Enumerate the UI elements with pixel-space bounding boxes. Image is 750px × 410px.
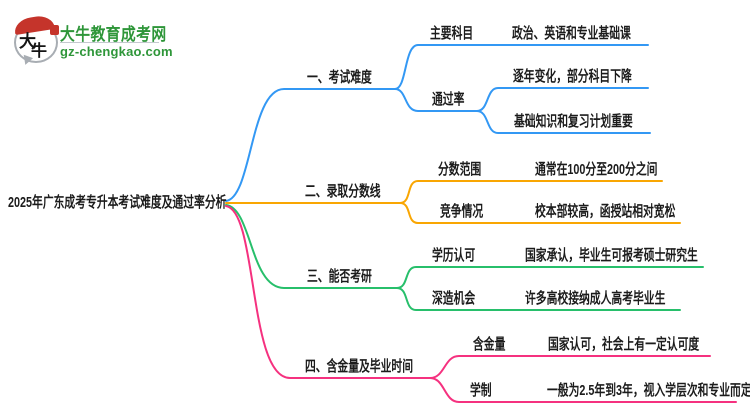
branch-2-label: 二、录取分数线 — [305, 183, 381, 200]
branch-1-child-2-leaf-1-line — [476, 87, 649, 112]
branch-2-child-1-line — [399, 180, 663, 204]
branch-3-connector — [225, 204, 398, 289]
branch-3-child-2-leaf-1: 许多高校接纳成人高考毕业生 — [525, 290, 666, 307]
branch-3-label: 三、能否考研 — [307, 268, 372, 285]
branch-1-child-2-label: 通过率 — [432, 91, 465, 108]
branch-1-child-2-leaf-2-line — [476, 110, 651, 134]
root-topic: 2025年广东成考专升本考试难度及通过率分析 — [8, 194, 227, 211]
branch-2-child-2-leaf-1: 校本部较高，函授站相对宽松 — [535, 203, 676, 220]
branch-2-child-1-leaf-1: 通常在100分至200分之间 — [535, 161, 658, 178]
branch-1-child-2-line — [394, 88, 478, 112]
branch-4-label: 四、含金量及毕业时间 — [305, 358, 414, 375]
branch-3-child-2-line — [396, 287, 681, 311]
logo-char-1: 大 — [19, 32, 36, 51]
branch-4-child-2-leaf-1: 一般为2.5年到3年，视入学层次和专业而定 — [547, 382, 750, 399]
logo-divider — [60, 42, 159, 43]
branch-1-label: 一、考试难度 — [307, 69, 372, 86]
branch-1-child-2-leaf-2: 基础知识和复习计划重要 — [514, 113, 633, 130]
branch-4-child-1-label: 含金量 — [473, 336, 506, 353]
logo-char-2: 牛 — [31, 43, 48, 60]
branch-2-child-2-line — [399, 202, 681, 224]
branch-2-child-1-label: 分数范围 — [438, 161, 482, 178]
branch-4-child-1-leaf-1: 国家认可，社会上有一定认可度 — [548, 336, 700, 353]
branch-1-child-1-line — [394, 44, 649, 90]
logo-bubble: 大 牛 — [13, 13, 59, 72]
branch-4-child-2-line — [429, 377, 737, 403]
branch-1-child-1-label: 主要科目 — [430, 25, 474, 42]
branch-3-child-1-line — [396, 266, 704, 289]
branch-4-connector — [225, 205, 431, 379]
branch-1-connector — [225, 88, 396, 202]
branch-4-child-1-line — [429, 355, 711, 379]
branch-3-child-1-label: 学历认可 — [432, 247, 476, 264]
branch-3-child-1-leaf-1: 国家承认，毕业生可报考硕士研究生 — [525, 247, 698, 264]
site-name: 大牛教育成考网 — [60, 25, 167, 44]
branch-4-child-2-label: 学制 — [470, 382, 492, 399]
branch-1-child-2-leaf-1: 逐年变化，部分科目下降 — [513, 68, 632, 85]
site-domain: gz-chengkao.com — [60, 44, 173, 59]
logo-seal-icon — [50, 25, 59, 35]
site-logo[interactable]: 大 牛 大牛教育成考网 gz-chengkao.com — [12, 13, 177, 72]
branch-1-child-1-leaf-1: 政治、英语和专业基础课 — [512, 25, 631, 42]
branch-2-child-2-label: 竞争情况 — [440, 203, 484, 220]
branch-3-child-2-label: 深造机会 — [432, 290, 476, 307]
